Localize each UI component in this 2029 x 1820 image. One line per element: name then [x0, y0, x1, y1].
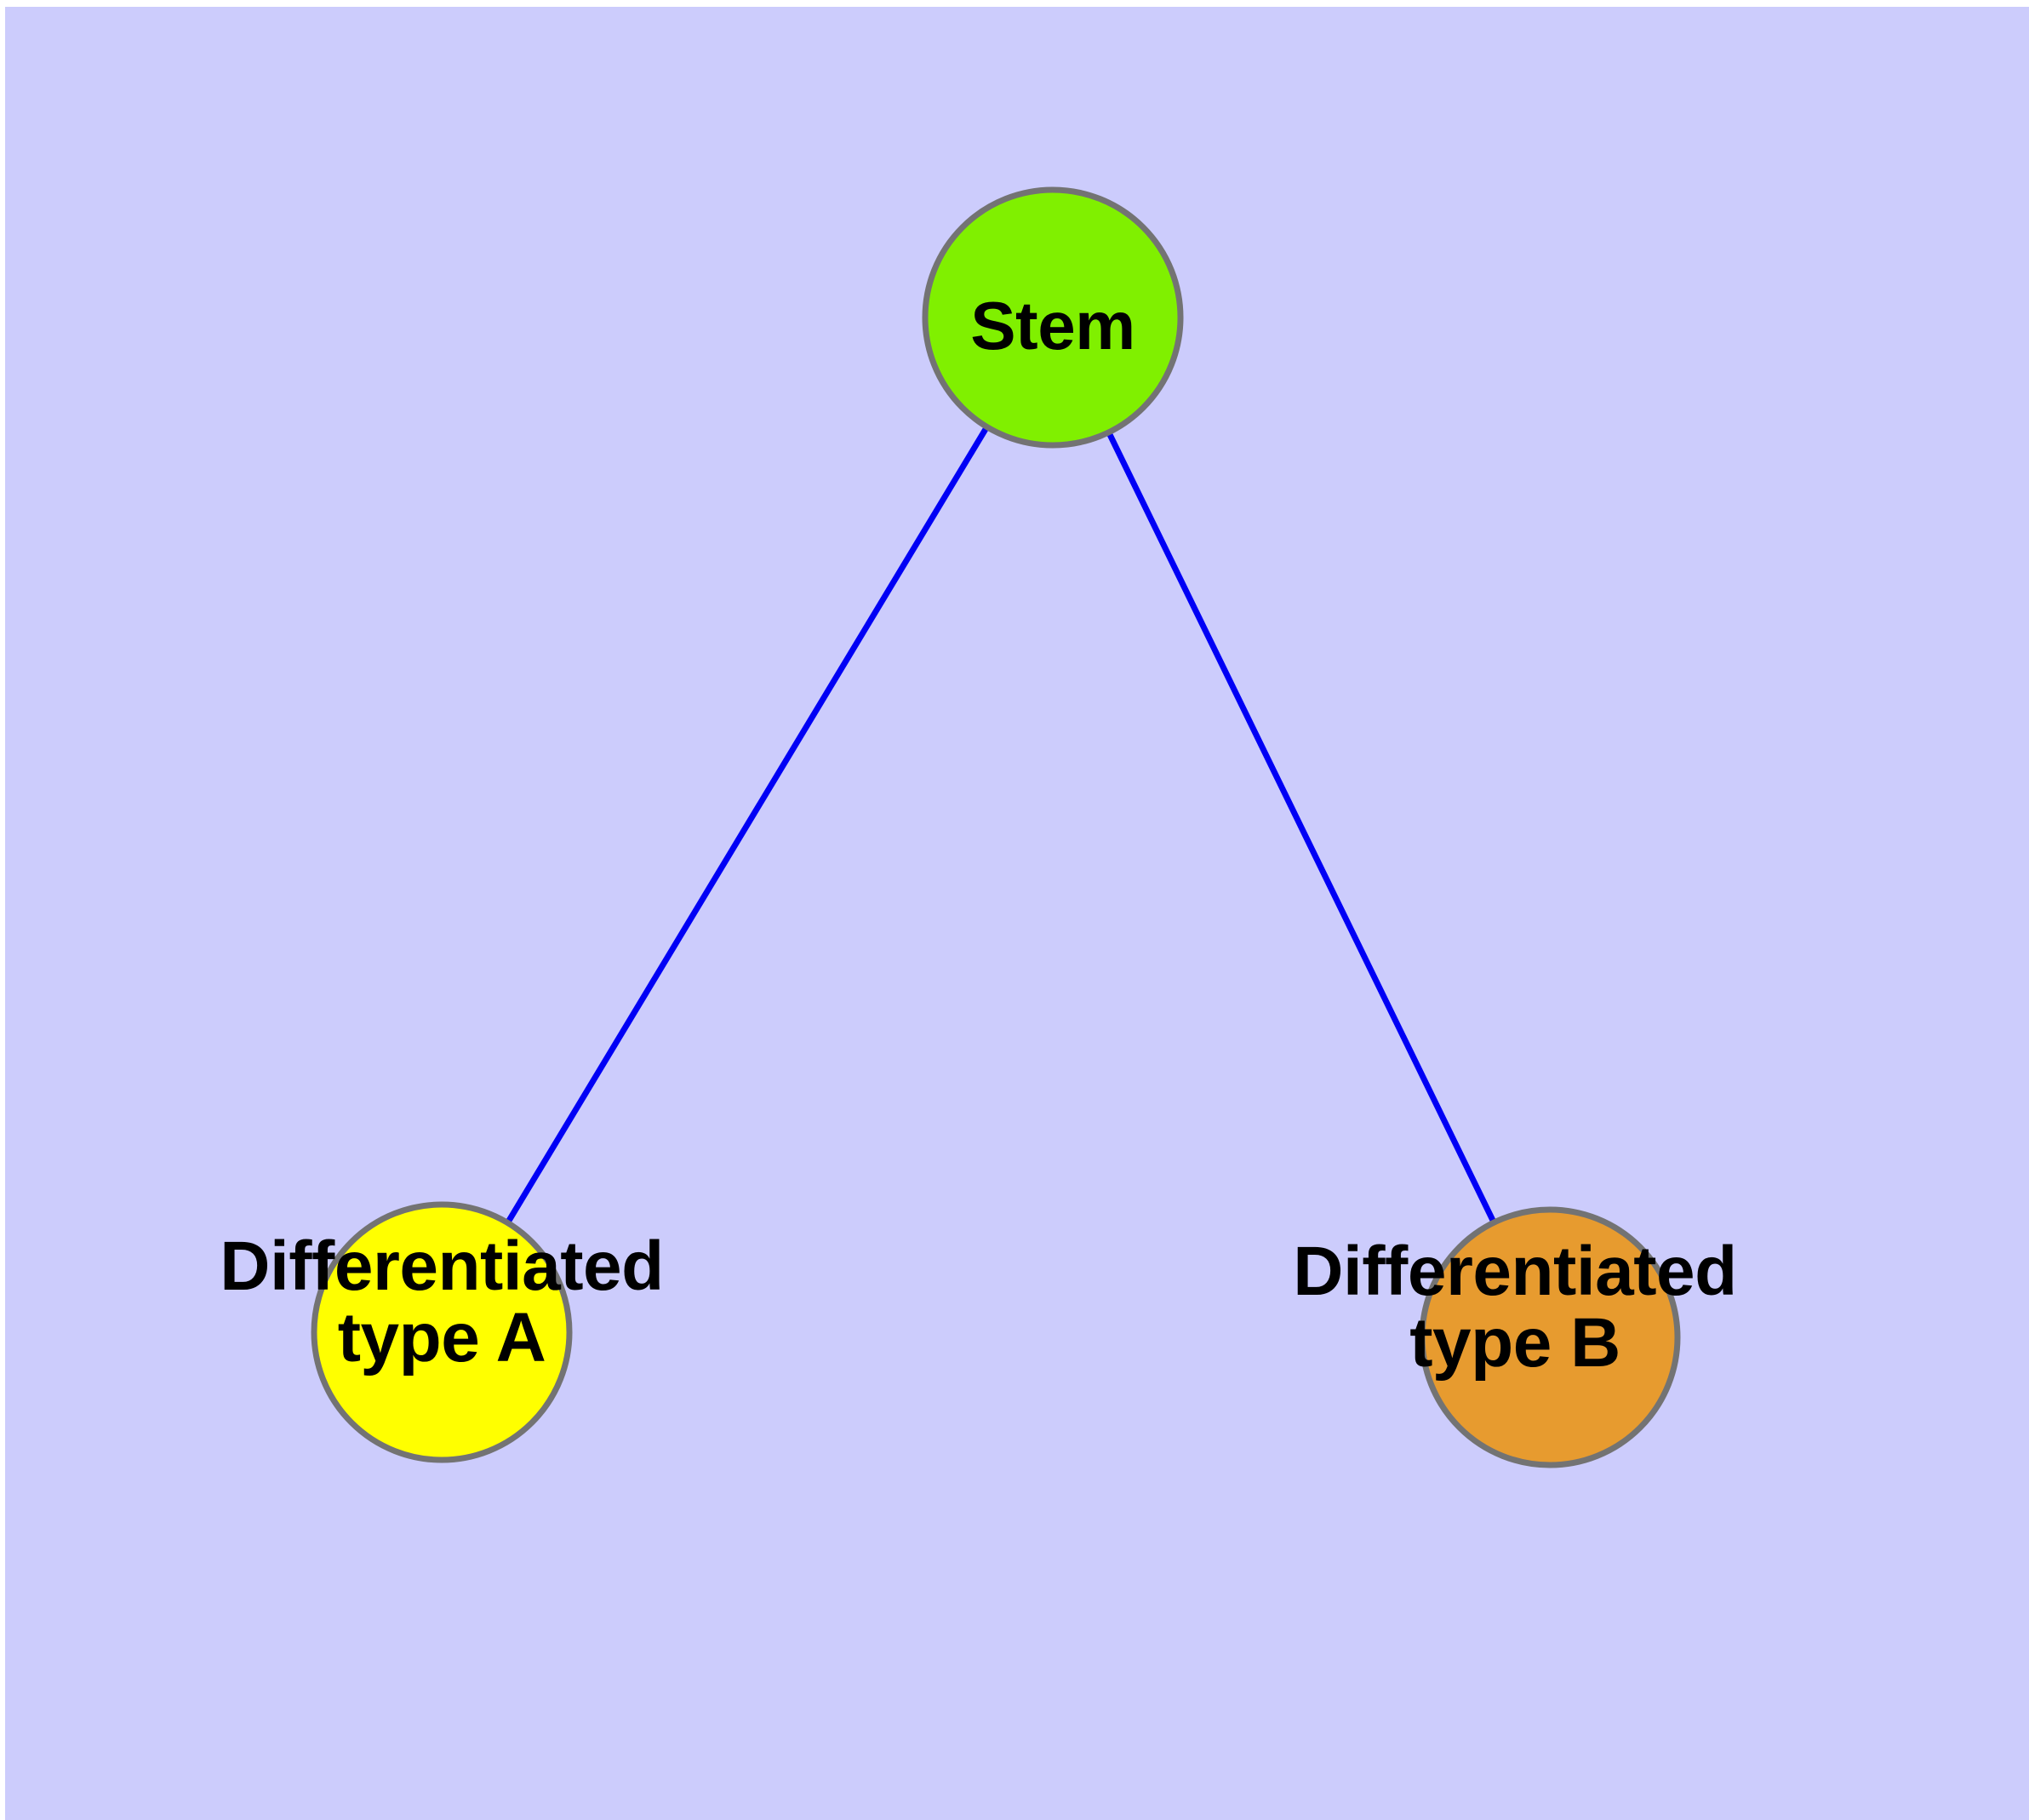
graph-edge-stem-to-b [1049, 316, 1553, 1339]
graph-node-stem[interactable] [922, 186, 1184, 449]
edges-group [439, 316, 1553, 1339]
graph-node-diff_b[interactable] [1419, 1206, 1681, 1468]
graph-edge-stem-to-a [439, 316, 1055, 1334]
graph-svg [311, 186, 1681, 1468]
nodes-group [311, 186, 1681, 1468]
graph-node-diff_a[interactable] [311, 1201, 573, 1463]
